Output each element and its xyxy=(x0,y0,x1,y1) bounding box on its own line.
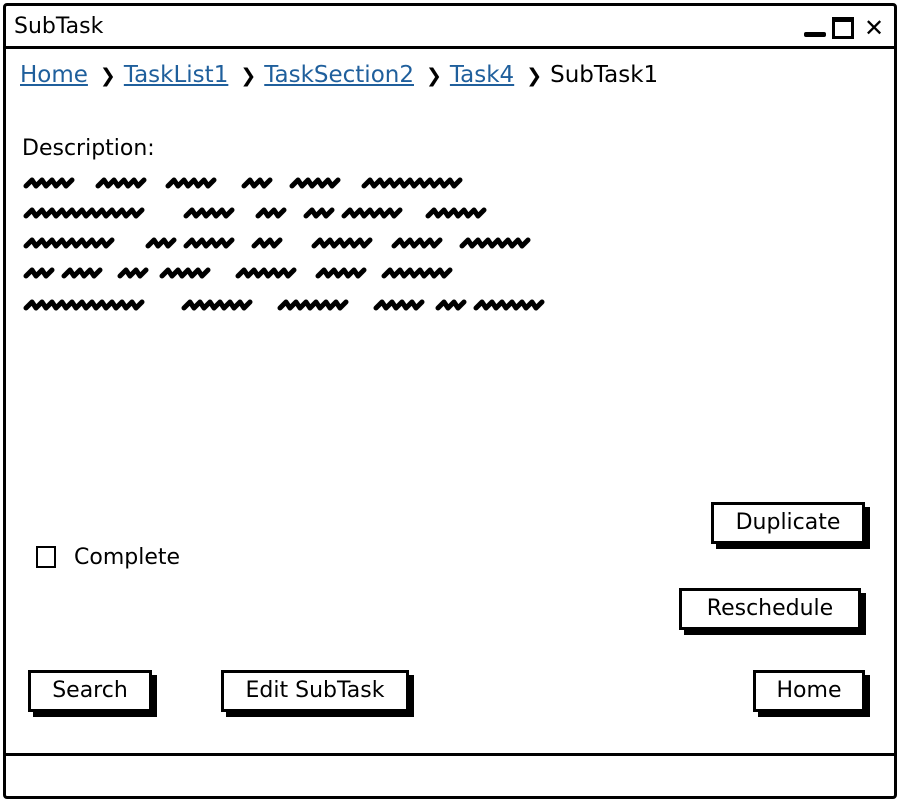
app-window: SubTask ✕ Home ❯ TaskList1 ❯ TaskSection2 ❯ Ta… xyxy=(3,3,897,799)
chevron-right-icon: ❯ xyxy=(526,65,543,87)
complete-checkbox-row: Complete xyxy=(36,542,180,572)
reschedule-button[interactable]: Reschedule xyxy=(679,588,861,630)
breadcrumb-home[interactable]: Home xyxy=(20,62,88,88)
chevron-right-icon: ❯ xyxy=(99,65,116,87)
breadcrumb-tasksection[interactable]: TaskSection2 xyxy=(264,62,414,88)
search-button[interactable]: Search xyxy=(28,670,152,712)
window-title: SubTask xyxy=(14,14,104,39)
breadcrumb-current: SubTask1 xyxy=(550,62,659,88)
close-icon[interactable]: ✕ xyxy=(863,14,885,42)
minimize-icon[interactable] xyxy=(802,16,826,40)
maximize-icon[interactable] xyxy=(831,16,855,40)
complete-checkbox-label[interactable]: Complete xyxy=(74,544,181,570)
breadcrumb-task[interactable]: Task4 xyxy=(449,62,515,88)
chevron-right-icon: ❯ xyxy=(425,65,442,87)
complete-checkbox[interactable] xyxy=(36,546,56,568)
status-bar xyxy=(6,753,894,796)
description-text-placeholder xyxy=(23,177,545,311)
duplicate-button[interactable]: Duplicate xyxy=(711,502,865,544)
title-bar: SubTask ✕ xyxy=(6,6,894,49)
edit-subtask-button[interactable]: Edit SubTask xyxy=(221,670,409,712)
description-label: Description: xyxy=(22,136,155,161)
home-button[interactable]: Home xyxy=(753,670,865,712)
breadcrumb: Home ❯ TaskList1 ❯ TaskSection2 ❯ Task4 ❯ SubTas… xyxy=(20,62,658,88)
breadcrumb-tasklist[interactable]: TaskList1 xyxy=(123,62,229,88)
chevron-right-icon: ❯ xyxy=(240,65,257,87)
